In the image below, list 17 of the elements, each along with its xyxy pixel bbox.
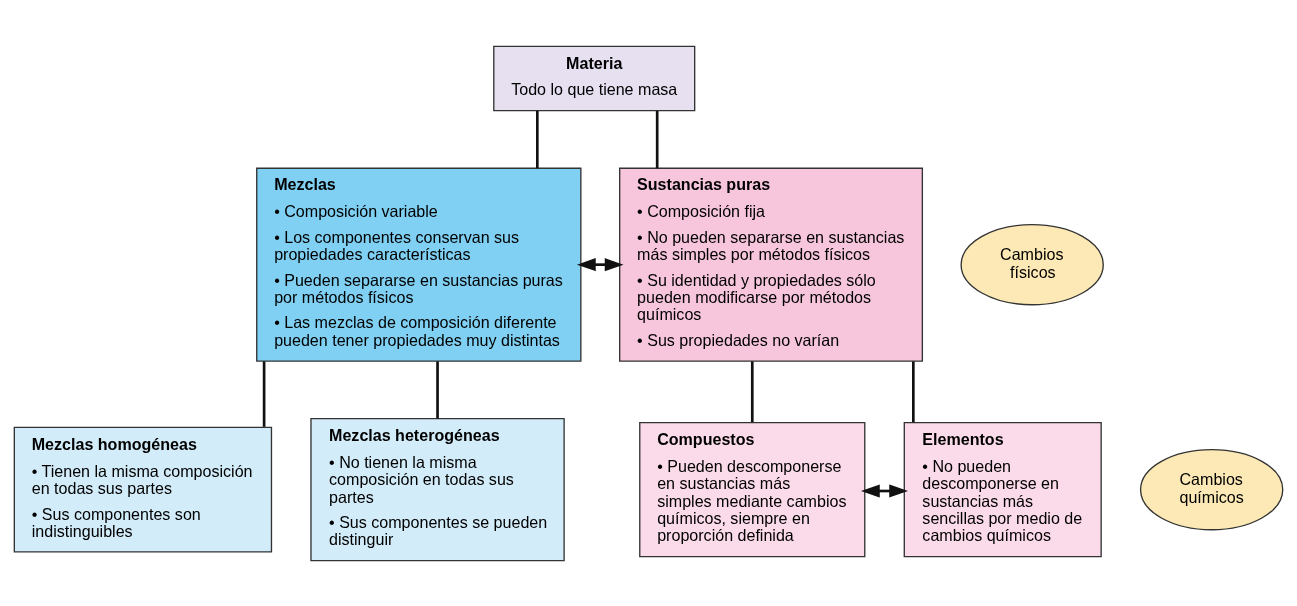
node-ellipse: Cambios físicos [960, 223, 1104, 305]
arrow [861, 483, 908, 498]
connector [750, 360, 754, 422]
node-box: Mezclas heterogéneas • No tienen la misma composición en todas sus partes • Sus componentes se pueden distinguir [310, 417, 565, 561]
connector [536, 110, 539, 168]
node-box: Elementos • No pueden descomponerse en sustancias más sencillas por medio de cambios químicos [903, 421, 1102, 557]
node-box: Mezclas • Composición variable • Los componentes conservan sus propiedades características • Pueden separarse en sustancias puras por métodos físicos • Las mezclas de composición diferente pueden tener propiedades muy distintas [256, 167, 582, 362]
connector [262, 360, 266, 427]
node-box: Materia Todo lo que tiene masa [493, 45, 696, 111]
connector [655, 110, 659, 168]
node-ellipse: Cambios químicos [1139, 448, 1284, 530]
node-box: Mezclas homogéneas • Tienen la misma composición en todas sus partes • Sus componentes son indistinguibles [13, 426, 273, 553]
connector [436, 360, 439, 418]
node-box: Compuestos • Pueden descomponerse en sustancias más simples mediante cambios químicos, siempre en proporción definida [639, 421, 866, 557]
connector [912, 360, 915, 422]
node-box: Sustancias puras • Composición fija • No pueden separarse en sustancias más simples por métodos físicos • Su identidad y propiedades sólo pueden modificarse por métodos químicos • Sus propiedades no varían [619, 167, 924, 362]
arrow [576, 257, 624, 271]
